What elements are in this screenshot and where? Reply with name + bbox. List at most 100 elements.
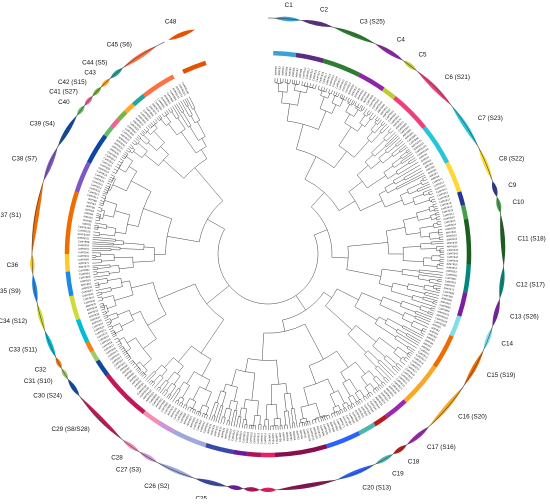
tree-branch [398,367,401,370]
tree-branch [408,354,411,356]
tree-branch [384,132,390,138]
clade-ribbon-segment [333,27,375,44]
tree-branch [365,396,367,399]
tree-branch [136,367,139,370]
tree-branch [422,184,425,185]
tree-branch [371,124,376,130]
tree-branch [93,237,107,238]
tree-branch [204,414,205,418]
tree-branch [109,179,113,181]
tree-branch [144,370,147,373]
tree-branch [168,109,170,112]
tree-branch [200,412,202,416]
tree-branch [367,110,369,113]
tree-branch [162,391,164,394]
tree-branch [348,398,352,405]
tree-branch [437,219,441,220]
tree-branch [403,246,421,247]
tree-branch [102,296,113,299]
tree-branch [380,385,383,388]
clade-label: C5 [419,51,428,58]
inner-ring-segment [447,163,459,192]
tree-branch [386,370,393,377]
tree-branch [177,401,179,404]
clade-ribbon-segment [276,480,337,490]
tree-branch [101,197,105,198]
tree-branch [130,360,133,362]
inner-ring-segment [463,205,466,219]
tree-branch [324,87,325,91]
tree-branch [154,131,165,142]
tree-branch [429,206,433,207]
tree-branch [186,398,190,405]
tree-branch [104,189,108,190]
tree-branch [114,169,118,171]
tree-branch [434,300,438,301]
tree-branch [395,370,398,373]
tree-branch [431,241,439,242]
tree-branch [97,272,109,273]
tree-branch [334,151,347,168]
tree-branch [195,168,223,201]
tree-branch [99,275,109,276]
tree-branch [386,126,389,129]
tree-branch [122,281,130,283]
tree-branch [413,194,424,198]
tree-branch [306,87,307,93]
leaf-label: CaMYB95 [78,244,90,248]
clade-ribbon-segment [80,396,123,440]
tree-branch [364,354,376,367]
tree-branch [402,274,419,277]
tree-branch [135,138,138,141]
tree-branch [405,175,415,180]
tree-branch [311,193,324,207]
tree-branch [340,410,342,414]
tree-branch [421,180,424,181]
tree-branch [175,400,177,403]
tree-branch [183,112,191,126]
tree-branch [144,376,147,379]
tree-branch [224,408,226,417]
tree-branch [104,191,108,192]
tree-branch [104,317,108,318]
tree-branch [99,283,108,285]
tree-branch [167,391,168,393]
tree-branch [236,402,238,411]
tree-branch [207,286,229,304]
tree-branch [433,204,437,205]
tree-branch [104,305,106,306]
tree-branch [185,103,187,106]
tree-branch [416,338,421,341]
tree-branch [121,348,124,350]
tree-branch [243,419,244,424]
tree-branch [282,92,283,103]
clade-label: C27 (S3) [116,466,141,473]
tree-branch [385,182,394,187]
tree-branch [286,383,287,393]
tree-branch [336,92,338,96]
tree-branch [282,320,284,331]
inner-ring-segment [67,192,77,254]
tree-branch [421,306,431,309]
tree-branch [429,198,430,199]
inner-ring-segment [78,319,87,342]
inner-ring-segment [119,112,126,120]
tree-branch [384,166,393,173]
tree-branch [166,116,171,123]
tree-branch [138,370,141,373]
tree-branch [395,339,408,347]
tree-branch [120,249,144,250]
tree-branch [239,424,240,428]
tree-branch [121,320,133,326]
tree-branch [343,404,345,408]
tree-branch [368,351,379,361]
tree-branch [354,110,358,117]
tree-branch [190,126,199,140]
tree-branch [94,229,98,230]
tree-branch [436,290,440,291]
tree-branch [151,123,154,126]
tree-branch [133,261,154,262]
tree-branch [119,267,133,268]
tree-branch [318,86,319,90]
clade-label: C25 [195,496,207,500]
